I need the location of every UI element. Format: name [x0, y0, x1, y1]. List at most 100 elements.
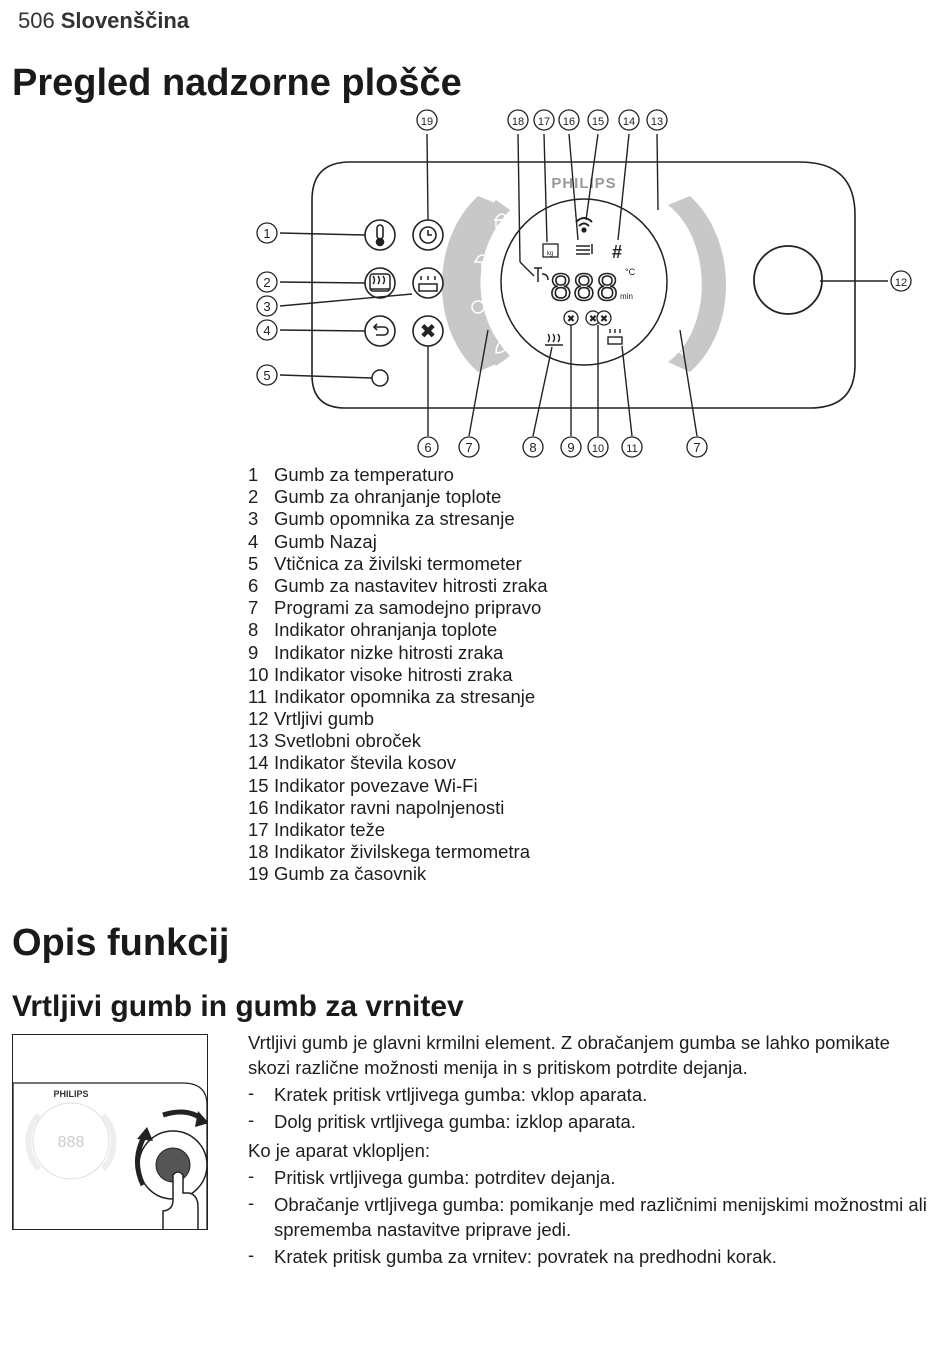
- callout-8: 8: [522, 436, 544, 458]
- leader-lines: [279, 133, 888, 437]
- light-ring-left: [462, 200, 510, 366]
- bullet-item: -Kratek pritisk gumba za vrnitev: povrat…: [248, 1244, 777, 1267]
- fish-icon: [654, 342, 683, 356]
- bullet-list-a: -Kratek pritisk vrtljivega gumba: vklop …: [248, 1082, 928, 1134]
- svg-text:7: 7: [465, 440, 472, 455]
- svg-text:16: 16: [563, 116, 575, 128]
- callout-6: 6: [417, 436, 439, 458]
- timer-button[interactable]: [412, 219, 444, 251]
- callout-7-right: 7: [686, 436, 708, 458]
- callout-9: 9: [560, 436, 582, 458]
- rotary-knob[interactable]: [753, 245, 823, 315]
- callout-11: 11: [621, 436, 643, 458]
- svg-text:19: 19: [421, 116, 433, 128]
- svg-text:3: 3: [263, 299, 270, 314]
- bullet-item: -Kratek pritisk vrtljivega gumba: vklop …: [248, 1082, 648, 1105]
- svg-text:✖: ✖: [589, 314, 597, 325]
- callout-14: 14: [618, 109, 640, 131]
- svg-text:10: 10: [592, 443, 604, 455]
- svg-text:5: 5: [263, 368, 270, 383]
- svg-text:11: 11: [626, 443, 637, 455]
- panel-brand: PHILIPS: [551, 175, 616, 192]
- svg-text:8: 8: [529, 440, 536, 455]
- callout-15: 15: [587, 109, 609, 131]
- bullet-item: -Pritisk vrtljivega gumba: potrditev dej…: [248, 1165, 616, 1188]
- svg-text:4: 4: [263, 323, 270, 338]
- display-ring: [500, 198, 668, 366]
- callout-4: 4: [256, 319, 278, 341]
- callout-2: 2: [256, 271, 278, 293]
- control-panel-diagram: PHILIPS ✻ kg # 888 °C min ✖ ✖✖ ✖: [256, 109, 912, 458]
- svg-text:✻: ✻: [672, 214, 680, 225]
- svg-text:9: 9: [567, 440, 574, 455]
- meat-icon: [674, 254, 698, 267]
- svg-text:7: 7: [693, 440, 700, 455]
- bullet-item: -Dolg pritisk vrtljivega gumba: izklop a…: [248, 1109, 636, 1132]
- vegetable-icon: [471, 295, 489, 314]
- hash-icon: #: [612, 242, 622, 262]
- keep-warm-indicator-icon: [545, 333, 563, 346]
- svg-text:kg: kg: [547, 251, 553, 257]
- page-number: 506: [18, 8, 55, 33]
- svg-text:14: 14: [623, 116, 635, 128]
- page-language: Slovenščina: [60, 8, 190, 33]
- keep-warm-button[interactable]: [364, 267, 396, 299]
- callout-18: 18: [507, 109, 529, 131]
- overview-title: Pregled nadzorne plošče: [12, 62, 462, 104]
- callout-badges: 1 2 3 4 5 6 7 8 9 10 11 12 13 14 15 16 1…: [256, 109, 912, 458]
- svg-text:1: 1: [263, 226, 270, 241]
- display-unit-min: min: [620, 292, 633, 301]
- shake-reminder-button[interactable]: [412, 267, 444, 299]
- svg-text:✖: ✖: [600, 314, 608, 325]
- airspeed-button[interactable]: ✖: [412, 315, 444, 347]
- section-title: Vrtljivi gumb in gumb za vrnitev: [12, 990, 464, 1023]
- probe-socket[interactable]: [371, 369, 389, 387]
- rotary-knob-description: Vrtljivi gumb je glavni krmilni element.…: [248, 1030, 928, 1271]
- leaf-icon: [495, 339, 509, 354]
- callout-1: 1: [256, 222, 278, 244]
- back-icon: [372, 323, 389, 336]
- svg-text:✖: ✖: [567, 314, 575, 325]
- svg-text:12: 12: [895, 277, 907, 289]
- when-on-label: Ko je aparat vklopljen:: [248, 1140, 431, 1161]
- callout-10: 10: [587, 436, 609, 458]
- back-button[interactable]: [364, 315, 396, 347]
- svg-text:18: 18: [512, 116, 524, 128]
- callout-17: 17: [533, 109, 555, 131]
- svg-text:6: 6: [424, 440, 431, 455]
- mushroom-icon: [473, 254, 492, 270]
- callout-19: 19: [416, 109, 438, 131]
- thumb-brand: PHILIPS: [53, 1089, 88, 1099]
- callout-13: 13: [646, 109, 668, 131]
- callout-16: 16: [558, 109, 580, 131]
- display-unit-c: °C: [625, 267, 636, 277]
- keep-warm-icon: [369, 273, 391, 292]
- svg-text:17: 17: [538, 116, 550, 128]
- weight-icon: kg: [542, 243, 559, 258]
- temperature-button[interactable]: [364, 219, 396, 251]
- rotary-knob-illustration: PHILIPS 888: [12, 1034, 208, 1230]
- clock-icon: [419, 226, 437, 244]
- muffin-icon: [493, 213, 511, 228]
- shake-icon: [418, 276, 438, 292]
- svg-text:13: 13: [651, 116, 663, 128]
- callout-5: 5: [256, 364, 278, 386]
